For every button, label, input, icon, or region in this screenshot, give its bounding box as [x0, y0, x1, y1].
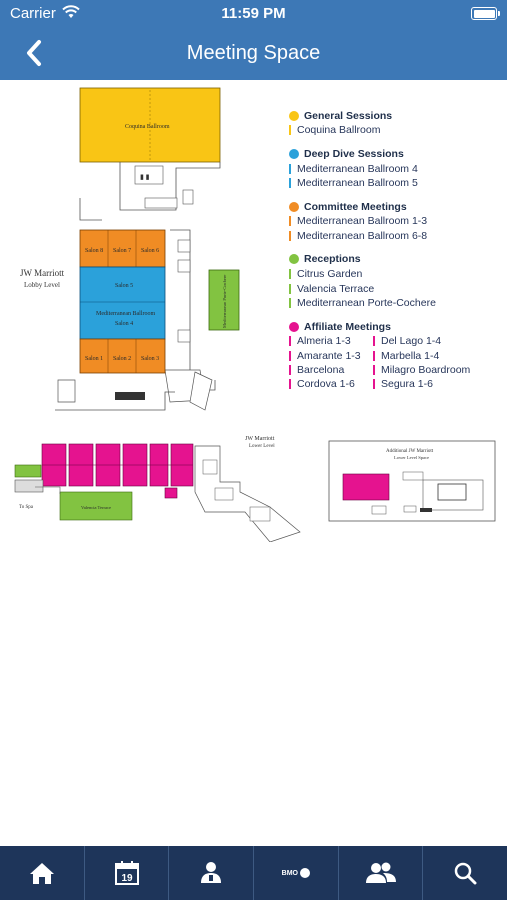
back-button[interactable] — [22, 38, 48, 68]
additional-space-map[interactable]: Additional JW Marriott Lower Level Space — [328, 440, 496, 522]
svg-text:19: 19 — [121, 873, 133, 884]
legend-general-sessions: General Sessions Coquina Ballroom — [289, 108, 501, 137]
green-dot-icon — [289, 254, 299, 265]
tab-speakers[interactable] — [168, 846, 253, 900]
svg-text:Salon 3: Salon 3 — [141, 356, 159, 362]
orange-dot-icon — [289, 201, 299, 212]
svg-text:▮ ▮: ▮ ▮ — [140, 173, 150, 181]
bmo-logo-icon: BMO — [282, 868, 311, 878]
coquina-label: Coquina Ballroom — [125, 124, 170, 130]
svg-text:Salon 1: Salon 1 — [85, 356, 103, 362]
top-bar: Carrier 11:59 PM Meeting Space — [0, 0, 507, 80]
lower-level-map[interactable]: Valencia Terrace To Spa JW Marriott Lowe… — [5, 432, 305, 542]
magenta-dot-icon — [289, 321, 299, 332]
legend-item: Milagro Boardroom — [373, 363, 493, 377]
tab-bmo[interactable]: BMO — [253, 846, 338, 900]
calendar-icon: 19 — [114, 861, 139, 885]
tab-search[interactable] — [422, 846, 507, 900]
mediterranean-blue-salons — [79, 266, 166, 340]
status-bar: Carrier 11:59 PM — [0, 0, 507, 28]
page-title: Meeting Space — [186, 42, 321, 64]
legend-item: Marbella 1-4 — [373, 349, 493, 363]
legend-item: Citrus Garden — [289, 267, 501, 281]
svg-text:Lower Level Space: Lower Level Space — [394, 455, 429, 460]
svg-text:To Spa: To Spa — [19, 505, 34, 510]
yellow-dot-icon — [289, 110, 299, 121]
lobby-level-heading-2: Lobby Level — [24, 281, 60, 289]
speaker-icon — [201, 862, 222, 883]
svg-text:Salon 8: Salon 8 — [85, 248, 103, 254]
svg-text:Salon 7: Salon 7 — [113, 248, 131, 254]
svg-text:Salon 2: Salon 2 — [113, 356, 131, 362]
legend-item: Amarante 1-3 — [289, 349, 373, 363]
svg-text:JW Marriott: JW Marriott — [245, 436, 275, 442]
porte-cochere-area — [208, 269, 240, 331]
svg-text:Salon 5: Salon 5 — [115, 283, 133, 289]
lobby-level-heading-1: JW Marriott — [20, 268, 65, 278]
svg-text:Mediterranean Porte-Cochere: Mediterranean Porte-Cochere — [222, 275, 227, 328]
carrier-label: Carrier — [10, 5, 56, 22]
tab-calendar[interactable]: 19 — [83, 846, 169, 900]
battery-icon — [471, 7, 500, 20]
svg-text:Salon 4: Salon 4 — [115, 321, 133, 327]
wifi-icon — [62, 5, 80, 23]
legend-item: Segura 1-6 — [373, 377, 493, 391]
legend-item: Coquina Ballroom — [289, 123, 501, 137]
legend-item: Mediterranean Ballroom 6-8 — [289, 229, 501, 243]
legend-item: Cordova 1-6 — [289, 377, 373, 391]
blue-dot-icon — [289, 148, 299, 159]
legend-item: Mediterranean Ballroom 1-3 — [289, 214, 501, 228]
tab-attendees[interactable] — [337, 846, 423, 900]
svg-text:Additional JW Marriott: Additional JW Marriott — [386, 449, 434, 454]
legend-item: Almeria 1-3 — [289, 334, 373, 348]
chevron-left-icon — [27, 40, 41, 66]
legend-item: Valencia Terrace — [289, 281, 501, 295]
legend-committee-meetings: Committee Meetings Mediterranean Ballroo… — [289, 199, 501, 243]
legend-receptions: Receptions Citrus Garden Valencia Terrac… — [289, 252, 501, 310]
svg-text:Lower Level: Lower Level — [249, 444, 275, 449]
valencia-terrace-area — [59, 491, 133, 521]
legend-item: Barcelona — [289, 363, 373, 377]
tab-bar: 19 BMO — [0, 846, 507, 900]
svg-text:Salon 6: Salon 6 — [141, 248, 159, 254]
legend-item: Mediterranean Ballroom 5 — [289, 176, 501, 190]
home-icon — [29, 863, 54, 884]
people-icon — [365, 862, 396, 883]
legend: General Sessions Coquina Ballroom Deep D… — [289, 108, 501, 401]
mediterranean-bottom-salons — [79, 338, 166, 374]
tab-home[interactable] — [0, 846, 84, 900]
clock: 11:59 PM — [221, 5, 286, 22]
svg-text:Mediterranean Ballroom: Mediterranean Ballroom — [96, 311, 155, 317]
search-icon — [454, 862, 477, 885]
legend-item: Mediterranean Ballroom 4 — [289, 161, 501, 175]
legend-item: Mediterranean Porte-Cochere — [289, 296, 501, 310]
meeting-space-content: Coquina Ballroom ▮ ▮ Salon 8 Salon 7 Sal… — [0, 80, 507, 846]
lobby-level-map[interactable]: Coquina Ballroom ▮ ▮ Salon 8 Salon 7 Sal… — [0, 80, 290, 420]
legend-item: Del Lago 1-4 — [373, 334, 493, 348]
svg-text:Valencia Terrace: Valencia Terrace — [81, 505, 111, 510]
legend-affiliate-meetings: Affiliate Meetings Almeria 1-3 Amarante … — [289, 319, 501, 392]
mediterranean-top-salons — [79, 229, 166, 268]
coquina-ballroom-area — [79, 87, 221, 163]
legend-deep-dive-sessions: Deep Dive Sessions Mediterranean Ballroo… — [289, 146, 501, 190]
